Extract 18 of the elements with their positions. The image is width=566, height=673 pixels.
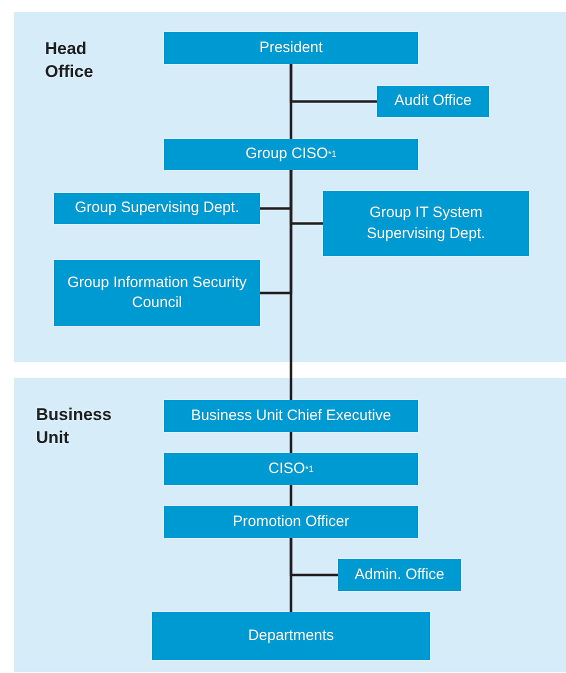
org-unit-box: Group IT System Supervising Dept. [323, 191, 529, 256]
org-unit-box: Group Information Security Council [54, 260, 260, 326]
section-band [14, 12, 566, 362]
section-band [14, 378, 566, 672]
org-unit-box: Departments [152, 612, 430, 660]
connector-line [290, 538, 292, 612]
connector-line [290, 485, 292, 506]
org-unit-box: Promotion Officer [164, 506, 418, 538]
section-title: Business Unit [36, 404, 113, 449]
org-unit-box: Group Supervising Dept. [54, 193, 260, 224]
org-unit-box: President [164, 32, 418, 64]
connector-line [290, 432, 292, 453]
org-unit-box: Admin. Office [338, 559, 461, 591]
section-title: Head Office [45, 38, 94, 83]
connector-line [290, 64, 377, 103]
connector-line [290, 170, 292, 400]
org-unit-box: Business Unit Chief Executive [164, 400, 418, 432]
org-unit-box: Audit Office [377, 86, 489, 117]
